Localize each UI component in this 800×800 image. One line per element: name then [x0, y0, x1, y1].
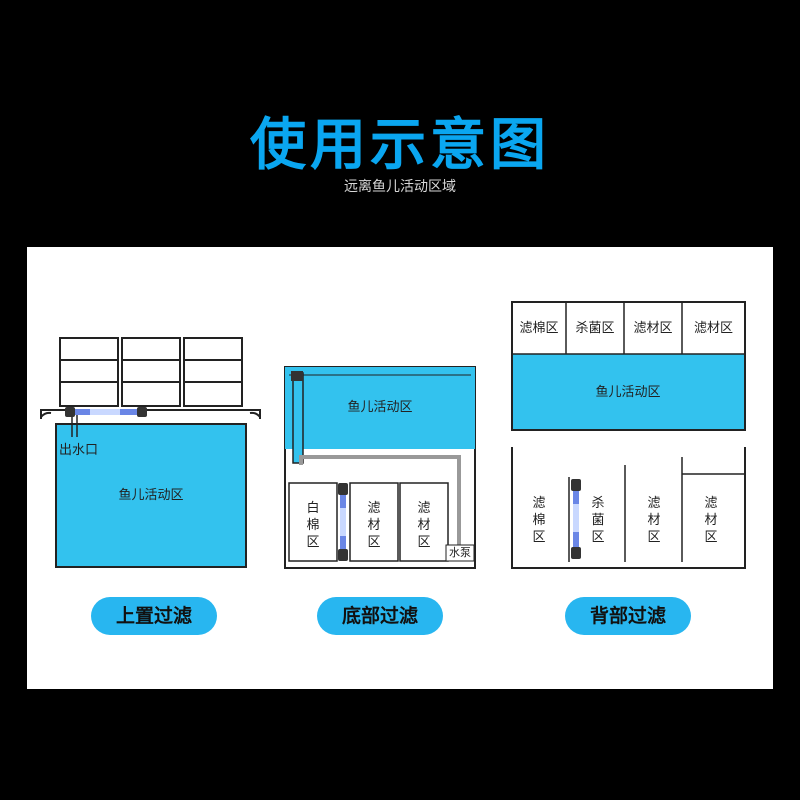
fish-area-label-back: 鱼儿活动区 [595, 385, 661, 400]
caption-bottom-filter: 底部过滤 [317, 597, 443, 635]
outlet-label: 出水口 [59, 443, 99, 458]
top-zone-label: 滤棉区 [519, 321, 559, 336]
pump-label: 水泵 [449, 546, 471, 559]
caption-back-filter: 背部过滤 [565, 597, 691, 635]
side-zone-label: 杀 菌 区 [591, 496, 605, 545]
bottom-filter-diagram [284, 366, 476, 569]
fish-area-label-top: 鱼儿活动区 [118, 488, 184, 503]
media-zone-label: 滤 材 区 [367, 501, 381, 550]
top-filter-diagram [40, 337, 261, 568]
media-zone-label: 滤 材 区 [417, 501, 431, 550]
side-zone-label: 滤 棉 区 [532, 496, 546, 545]
fish-area-label-bottom: 鱼儿活动区 [347, 400, 413, 415]
uv-lamp-icon [338, 483, 348, 561]
side-zone-label: 滤 材 区 [704, 496, 718, 545]
diagram-panel: 出水口 鱼儿活动区 上置过滤 鱼儿活动区 白 棉 区 滤 材 区 滤 材 区 水… [27, 247, 773, 689]
uv-lamp-icon [571, 479, 581, 559]
top-zone-label: 杀菌区 [575, 321, 615, 336]
cotton-zone-label: 白 棉 区 [306, 501, 320, 550]
page-subtitle: 远离鱼儿活动区域 [344, 179, 456, 195]
side-zone-label: 滤 材 区 [647, 496, 661, 545]
top-zone-label: 滤材区 [693, 321, 733, 336]
page-title: 使用示意图 [250, 113, 550, 178]
uv-lamp-icon [65, 407, 147, 417]
top-zone-label: 滤材区 [633, 321, 673, 336]
caption-top-filter: 上置过滤 [91, 597, 217, 635]
back-filter-diagram [511, 301, 746, 569]
